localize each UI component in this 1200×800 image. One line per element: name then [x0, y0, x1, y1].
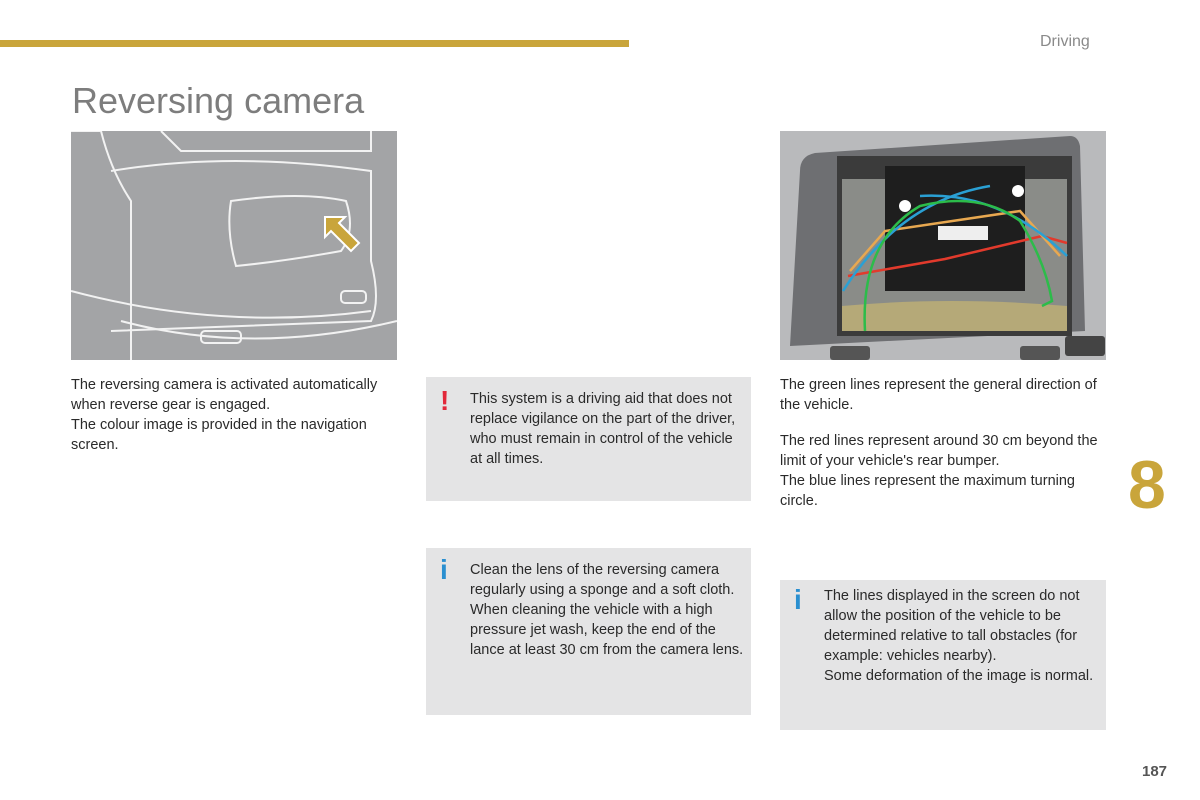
paragraph: The red lines represent around 30 cm bey… — [780, 433, 1098, 469]
warning-box: ! This system is a driving aid that does… — [426, 377, 751, 501]
page-number: 187 — [1142, 763, 1168, 780]
lines-description: The green lines represent the general di… — [780, 375, 1110, 511]
paragraph: The lines displayed in the screen do not… — [824, 588, 1080, 664]
paragraph: Some deformation of the image is normal. — [824, 668, 1094, 684]
section-label: Driving — [1040, 33, 1090, 50]
paragraph: The reversing camera is activated automa… — [71, 377, 378, 413]
paragraph: Clean the lens of the reversing camera r… — [470, 562, 735, 598]
paragraph: The colour image is provided in the navi… — [71, 417, 367, 453]
paragraph: When cleaning the vehicle with a high pr… — [470, 602, 744, 658]
header-accent-bar — [0, 40, 629, 47]
info-box-cleaning: i Clean the lens of the reversing camera… — [426, 548, 751, 715]
exclamation-icon: ! — [440, 385, 450, 416]
intro-text: The reversing camera is activated automa… — [71, 375, 401, 455]
navigation-screen-illustration — [780, 131, 1106, 360]
info-icon: i — [440, 554, 448, 585]
info-icon: i — [794, 584, 802, 615]
warning-text: This system is a driving aid that does n… — [470, 391, 736, 467]
paragraph: The green lines represent the general di… — [780, 377, 1097, 413]
vehicle-rear-illustration — [70, 130, 398, 360]
paragraph: The blue lines represent the maximum tur… — [780, 473, 1075, 509]
page-title: Reversing camera — [72, 80, 365, 121]
arrow-icon — [324, 216, 361, 253]
info-box-lines: i The lines displayed in the screen do n… — [780, 580, 1106, 730]
chapter-number: 8 — [1128, 447, 1166, 523]
